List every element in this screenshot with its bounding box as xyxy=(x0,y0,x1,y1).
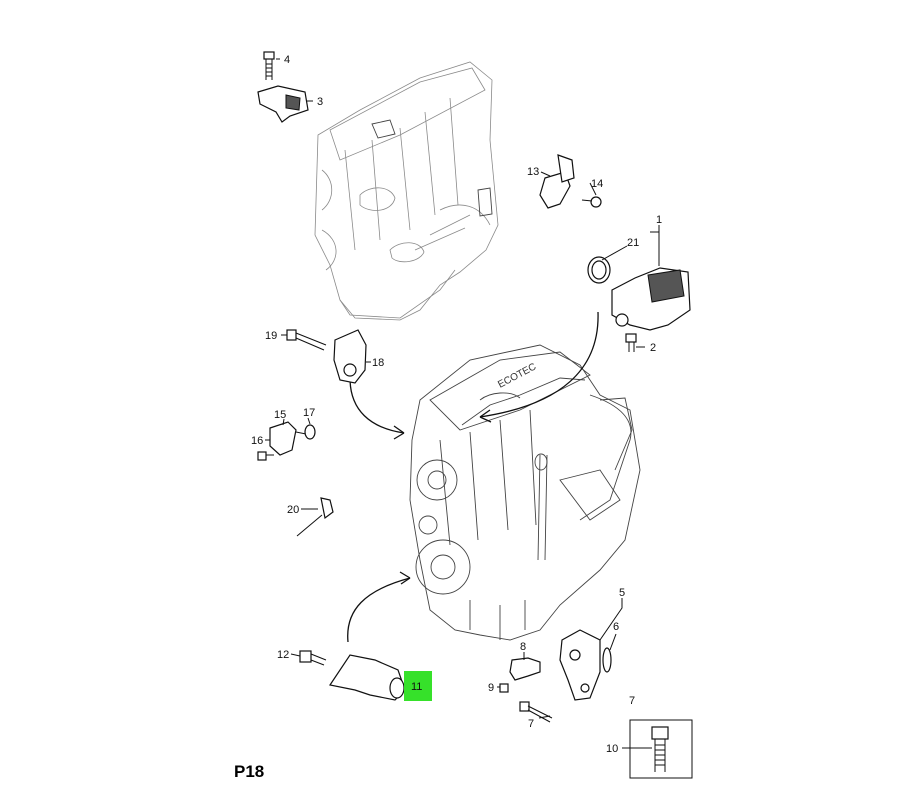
part-7-bolt xyxy=(519,701,553,723)
part-6-oring xyxy=(602,647,612,673)
callout-4: 4 xyxy=(284,54,290,66)
page-code: P18 xyxy=(234,762,264,781)
part-21-oring xyxy=(587,256,611,284)
callout-20: 20 xyxy=(287,504,299,516)
callout-18: 18 xyxy=(372,357,384,369)
callout-17: 17 xyxy=(303,407,315,419)
part-13-sensor xyxy=(539,154,575,209)
part-19-bolt xyxy=(286,329,327,351)
arrows xyxy=(347,311,599,643)
part-2-bolt xyxy=(625,333,637,352)
callout-11: 11 xyxy=(411,681,422,693)
highlight-11 xyxy=(404,671,432,701)
arrow-1-to-engine xyxy=(479,311,599,418)
arrow-11-to-engine xyxy=(347,577,411,643)
callout-13: 13 xyxy=(527,166,539,178)
callout-8: 8 xyxy=(520,641,526,653)
part-4-bolt xyxy=(263,51,275,80)
callout-15: 15 xyxy=(274,409,286,421)
callout-3: 3 xyxy=(317,96,323,108)
part-1-sensor xyxy=(611,267,691,331)
callout-2: 2 xyxy=(650,342,656,354)
callout-6: 6 xyxy=(613,621,619,633)
callout-7: 7 xyxy=(528,718,534,730)
callout-10: 10 xyxy=(606,743,618,755)
part-10-box xyxy=(629,719,693,779)
part-12-bolt xyxy=(299,650,327,666)
part-17-oring xyxy=(304,424,316,440)
arrow-18-to-engine xyxy=(349,377,405,434)
callout-5: 5 xyxy=(619,587,625,599)
leader-lines xyxy=(265,58,660,749)
lower-engine-drawing: ECOTEC xyxy=(409,344,641,641)
part-14-bolt xyxy=(581,196,602,208)
part-11-crankshaft-sensor xyxy=(329,654,406,701)
part-8-sensor xyxy=(509,657,541,681)
part-15-sensor xyxy=(269,421,307,456)
part-20-sensor xyxy=(296,497,334,537)
part-16-bolt xyxy=(257,451,274,461)
callout-labels: 4 3 13 14 1 21 2 19 18 15 17 16 20 12 11… xyxy=(251,54,662,755)
engine-badge: ECOTEC xyxy=(496,361,538,390)
callout-16: 16 xyxy=(251,435,263,447)
part-9-bolt xyxy=(499,683,509,693)
callout-9: 9 xyxy=(488,682,494,694)
callout-7-box: 7 xyxy=(629,695,635,707)
part-3-camshaft-sensor xyxy=(257,85,309,123)
callout-12: 12 xyxy=(277,649,289,661)
upper-engine-drawing xyxy=(314,61,499,321)
callout-1: 1 xyxy=(656,214,662,226)
callout-19: 19 xyxy=(265,330,277,342)
part-5-bracket xyxy=(559,629,601,701)
callout-21: 21 xyxy=(627,237,639,249)
part-18-knock-sensor xyxy=(333,329,367,384)
callout-14: 14 xyxy=(591,178,603,190)
